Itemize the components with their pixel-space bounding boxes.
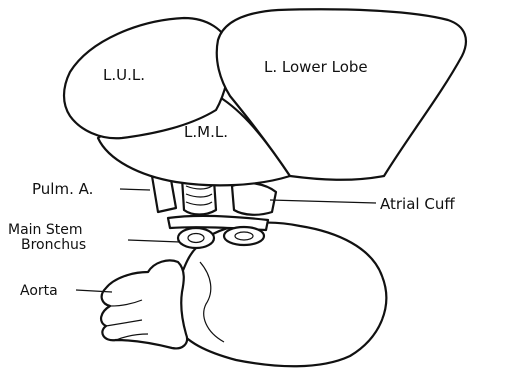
atrial-cuff-opening [224, 227, 264, 245]
label-lul: L.U.L. [103, 66, 145, 84]
label-main-stem: Main Stem [8, 222, 83, 238]
label-pulm-a: Pulm. A. [32, 180, 93, 198]
main-stem-leader [128, 240, 180, 242]
label-atrial-cuff: Atrial Cuff [380, 195, 455, 213]
atrial-cuff-shape [232, 183, 276, 215]
label-lml: L.M.L. [184, 123, 228, 141]
bronchus-stump [178, 228, 214, 248]
label-lower-lobe: L. Lower Lobe [264, 58, 368, 76]
atrial-cuff-leader [270, 200, 376, 203]
pulm-a-leader [120, 189, 150, 190]
label-bronchus: Bronchus [21, 237, 86, 253]
label-aorta: Aorta [20, 283, 58, 299]
aorta-vessel [101, 260, 187, 348]
